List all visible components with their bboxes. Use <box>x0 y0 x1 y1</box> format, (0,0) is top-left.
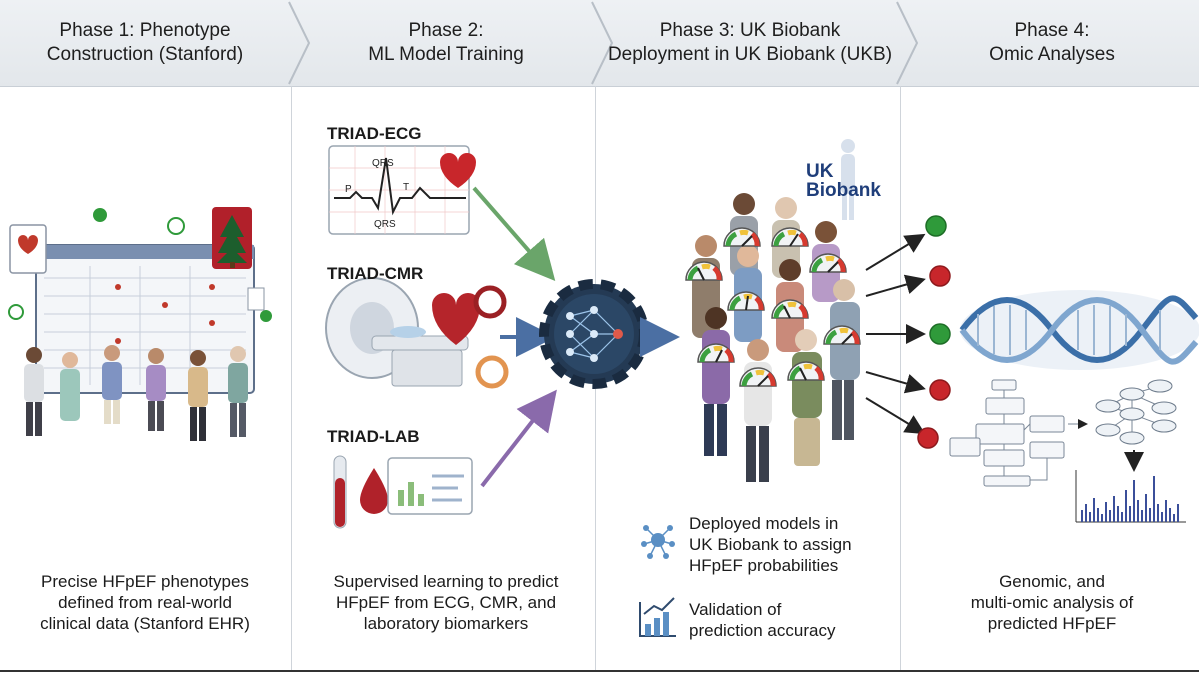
check-circle-icon <box>167 217 185 235</box>
triad-ecg-label: TRIAD-ECG <box>327 124 422 143</box>
phase-1-title-line2: Construction (Stanford) <box>46 44 244 65</box>
phase-3-bullet-validation: Validation of prediction accuracy <box>689 599 835 641</box>
ehr-monitor-toolbar <box>36 245 254 259</box>
phase-4-title-line2: Omic Analyses <box>989 44 1115 65</box>
bottom-rule <box>0 670 1199 672</box>
chevron-1 <box>288 1 311 85</box>
clipboard-heart-icon <box>18 235 38 254</box>
ecg-label-qrs-bottom: QRS <box>374 219 396 230</box>
phase-4-caption: Genomic, and multi-omic analysis of pred… <box>905 571 1199 634</box>
patient-figure <box>390 326 426 338</box>
stanford-logo <box>212 207 252 269</box>
phase-2-title-line1: Phase 2: <box>408 20 484 41</box>
phase-1-caption-line3: clinical data (Stanford EHR) <box>40 614 250 633</box>
phase-4-title-line1: Phase 4: <box>1014 20 1090 41</box>
phase-4-caption-line3: predicted HFpEF <box>987 614 1117 633</box>
dna-helix-illustration <box>959 290 1199 370</box>
document-check-icon <box>260 310 272 322</box>
clinician-group <box>24 345 248 441</box>
column-divider-1 <box>291 86 292 671</box>
neural-network-gear-icon <box>539 279 649 389</box>
manhattan-plot-icon <box>1075 470 1186 523</box>
check-circle-icon-left <box>8 304 24 320</box>
phase-3-title-line1: Phase 3: UK Biobank <box>659 20 841 41</box>
triad-lab-label: TRIAD-LAB <box>327 427 420 446</box>
network-icon <box>641 525 675 559</box>
ecg-label-qrs-top: QRS <box>372 158 394 169</box>
phase-1-caption-line2: defined from real-world <box>58 593 232 612</box>
lab-panel <box>333 455 473 529</box>
prediction-output-arrows <box>865 233 926 435</box>
phase-2-title: Phase 2: ML Model Training <box>296 0 596 86</box>
chevron-3 <box>896 1 919 85</box>
triad-cmr-label: TRIAD-CMR <box>327 264 424 283</box>
bar-chart-icon <box>639 597 676 637</box>
phase-header-band <box>0 0 1199 87</box>
phase-3-bullet-deploy-line1: Deployed models in <box>689 514 839 533</box>
phase-3-title-line2: Deployment in UK Biobank (UKB) <box>607 44 893 65</box>
document-icon <box>247 287 265 311</box>
phase-3-bullet-deploy: Deployed models in UK Biobank to assign … <box>689 513 852 576</box>
ecg-to-model-arrow <box>472 186 556 282</box>
ecg-label-t: T <box>403 182 409 193</box>
ukb-logo-line1: UK <box>806 161 834 182</box>
phase-1-title: Phase 1: Phenotype Construction (Stanfor… <box>0 0 290 86</box>
phase-2-caption: Supervised learning to predict HFpEF fro… <box>296 571 596 634</box>
cmr-ring-icon <box>475 355 509 389</box>
cmr-short-axis-icon <box>473 285 507 319</box>
chevron-2 <box>591 1 614 85</box>
blood-drop-icon <box>360 468 388 514</box>
phase-2-title-line2: ML Model Training <box>368 44 524 65</box>
phase-4-title: Phase 4: Omic Analyses <box>905 0 1199 86</box>
ecg-panel <box>328 145 476 235</box>
phase-1-caption: Precise HFpEF phenotypes defined from re… <box>0 571 290 634</box>
clinical-dashboard-illustration <box>8 207 272 441</box>
phase-1-caption-line1: Precise HFpEF phenotypes <box>41 572 249 591</box>
phase-3-bullet-deploy-line3: HFpEF probabilities <box>689 556 839 575</box>
column-divider-3 <box>900 86 901 671</box>
header-chevrons <box>288 1 919 85</box>
phase-3-title: Phase 3: UK Biobank Deployment in UK Bio… <box>600 0 900 86</box>
phase-3-bullet-validation-line2: prediction accuracy <box>689 621 836 640</box>
ecg-waveform <box>334 157 466 216</box>
phase-3-bullet-validation-line1: Validation of <box>689 600 782 619</box>
phase-1-title-line1: Phase 1: Phenotype <box>59 20 231 41</box>
ecg-label-p: P <box>345 184 352 195</box>
probability-dots <box>917 215 951 449</box>
phase-2-caption-line1: Supervised learning to predict <box>333 572 559 591</box>
ukb-silhouette-icon <box>841 139 855 220</box>
phase-3-bullet-deploy-line2: UK Biobank to assign <box>689 535 852 554</box>
phase-4-caption-line1: Genomic, and <box>999 572 1105 591</box>
lab-to-model-arrow <box>480 389 557 488</box>
check-badge-icon <box>93 208 107 222</box>
ecg-heart-icon <box>440 153 476 188</box>
cmr-scanner-illustration <box>325 277 509 389</box>
phase-4-caption-line2: multi-omic analysis of <box>970 593 1134 612</box>
ukb-logo-line2: Biobank <box>806 180 881 201</box>
molecular-network-graph <box>1095 379 1177 472</box>
omics-flowchart <box>949 379 1088 487</box>
uk-biobank-logo: UK Biobank <box>806 162 881 200</box>
phase-2-caption-line3: laboratory biomarkers <box>363 614 529 633</box>
phase-2-caption-line2: HFpEF from ECG, CMR, and <box>335 593 557 612</box>
risk-gauge-icons <box>685 227 861 387</box>
cmr-heart-icon <box>432 293 480 345</box>
